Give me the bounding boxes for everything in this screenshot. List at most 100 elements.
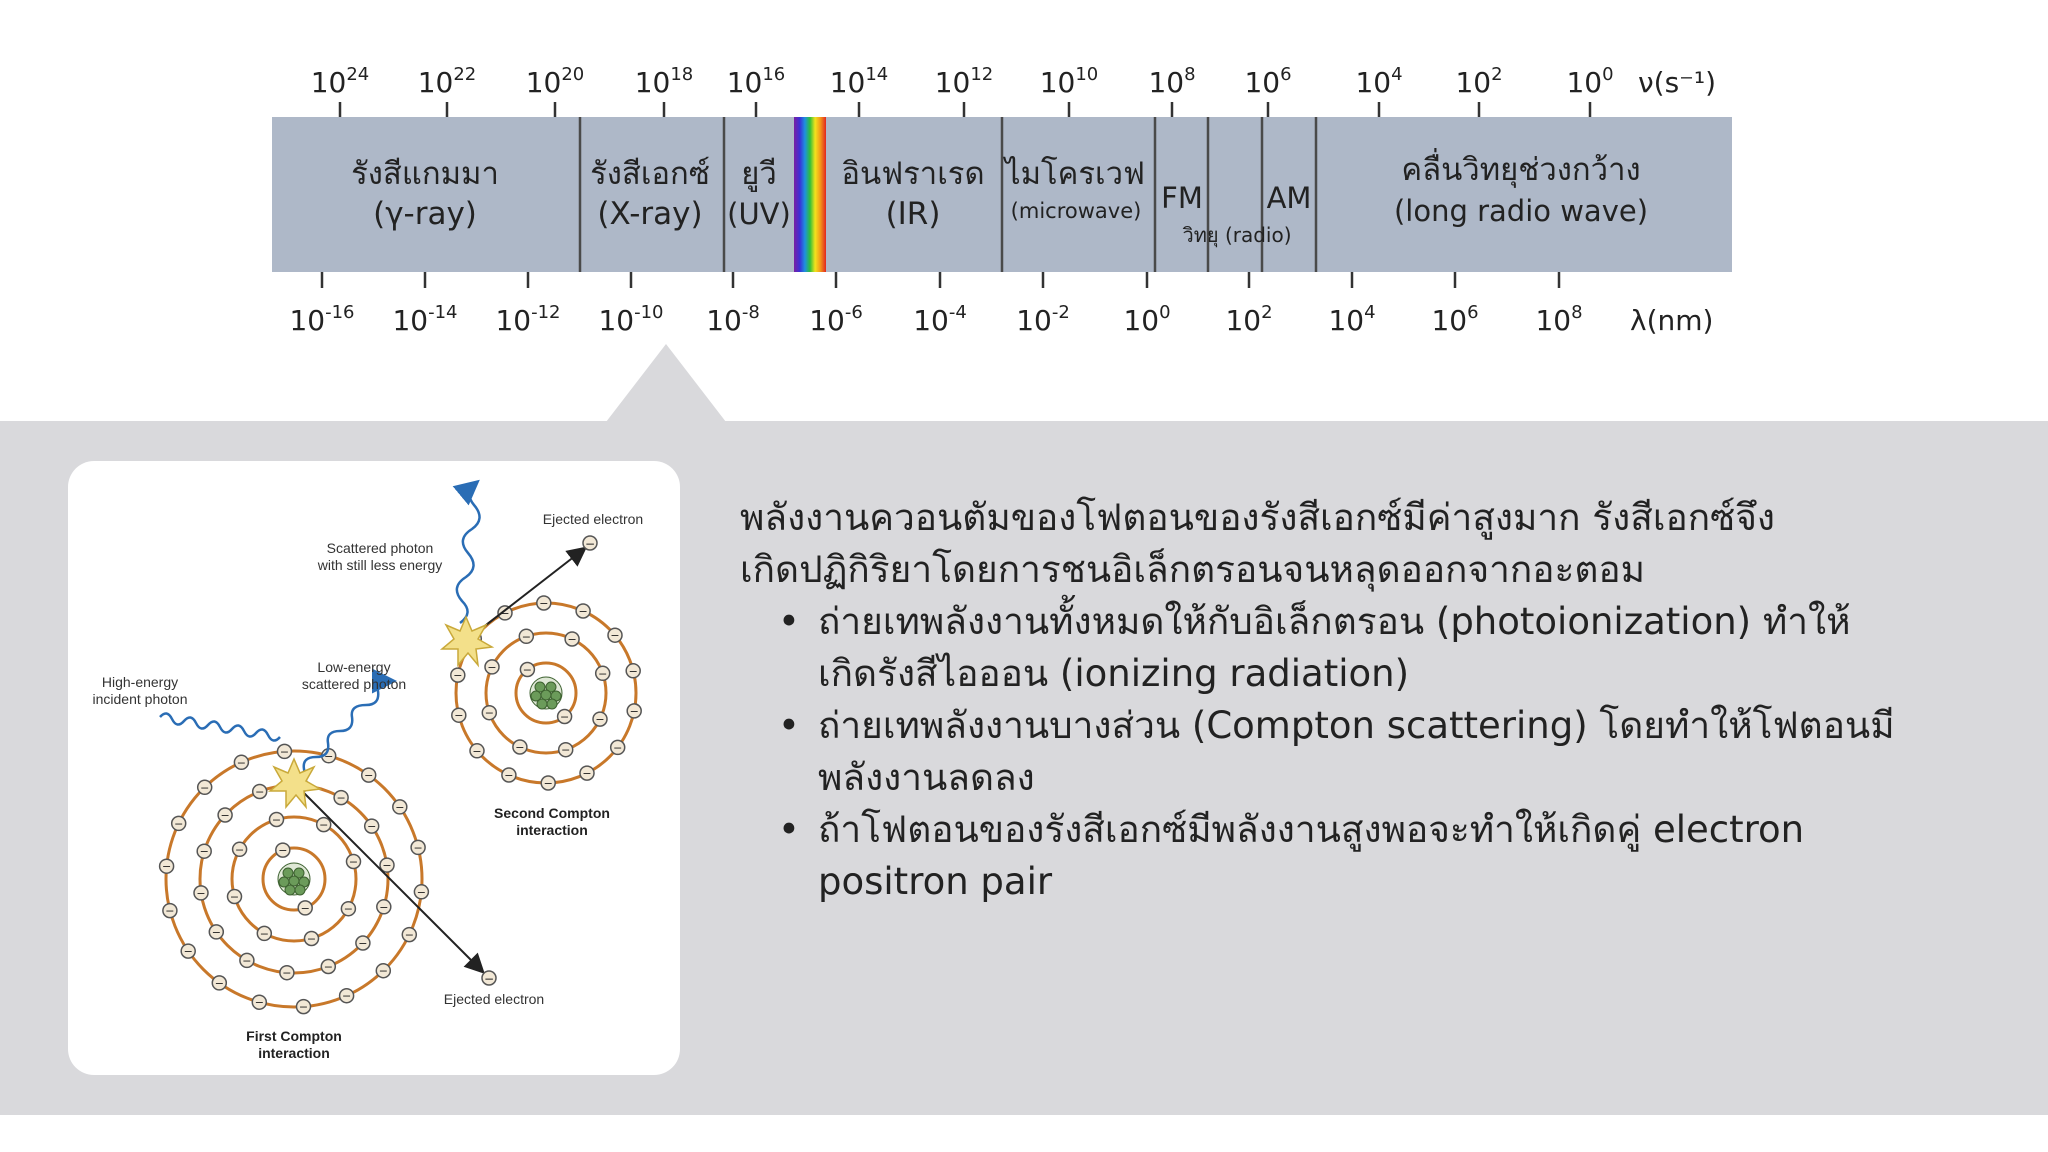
electron <box>540 775 556 791</box>
electron <box>392 799 408 815</box>
scattered-photon-wave <box>452 479 481 625</box>
electron-sign: − <box>453 669 462 682</box>
electron-sign: − <box>255 786 264 799</box>
frequency-tick-label: 100 <box>1566 64 1613 99</box>
wavelength-tick-label: 10-10 <box>598 302 663 337</box>
electron-sign: − <box>613 741 622 754</box>
electron-sign: − <box>379 901 388 914</box>
frequency-tick-label: 102 <box>1455 64 1502 99</box>
ejected-electron-top: − <box>582 535 598 551</box>
electron-sign: − <box>230 891 239 904</box>
electron <box>333 789 349 806</box>
electron-sign: − <box>598 667 607 680</box>
electron-sign: − <box>379 965 388 978</box>
electron <box>275 842 291 858</box>
electron <box>196 779 213 796</box>
electron <box>268 811 285 828</box>
electron-sign: − <box>539 597 548 610</box>
ejected-electron-label-top: Ejected electron <box>543 511 643 527</box>
wavelength-tick-label: 108 <box>1535 302 1582 337</box>
electron <box>451 707 467 723</box>
electron-sign: − <box>515 741 524 754</box>
second-atom-nucleus <box>529 676 563 710</box>
frequency-tick-label: 1018 <box>635 64 694 99</box>
bullet-pair-production: ถ้าโฟตอนของรังสีเอกซ์มีพลังงานสูงพอจะทำใ… <box>740 804 1980 908</box>
frequency-tick-label: 108 <box>1148 64 1195 99</box>
electron-sign: − <box>413 841 422 854</box>
incident-photon-wave <box>159 712 281 742</box>
electron-sign: − <box>358 937 367 950</box>
bullet-2-line-2: พลังงานลดลง <box>818 756 1035 799</box>
electron <box>519 661 536 678</box>
electron <box>481 704 498 721</box>
callout-pointer <box>606 344 726 422</box>
electron-sign: − <box>367 820 376 833</box>
electron <box>363 818 380 834</box>
second-compton-label-line2: interaction <box>516 822 588 838</box>
electron <box>607 627 623 643</box>
band-long-radio-symbol: (long radio wave) <box>1394 194 1648 228</box>
electron <box>193 885 209 901</box>
electron <box>484 659 500 675</box>
frequency-tick-label: 1014 <box>830 64 889 99</box>
electron-sign: − <box>522 630 531 643</box>
low-energy-photon-label-line2: scattered photon <box>302 676 406 692</box>
band-gamma-symbol: (γ-ray) <box>373 196 477 232</box>
low-energy-photon-label-line1: Low-energy <box>317 659 390 675</box>
electron <box>575 603 591 619</box>
frequency-tick-label: 1012 <box>935 64 994 99</box>
electron <box>320 958 337 975</box>
low-energy-photon-wave <box>295 668 397 785</box>
electron-sign: − <box>282 967 291 980</box>
electron-sign: − <box>629 665 638 678</box>
electron <box>594 665 611 682</box>
electron-sign: − <box>184 945 193 958</box>
electron <box>512 739 528 755</box>
electron-sign: − <box>280 745 289 758</box>
band-ir-symbol: (IR) <box>886 196 941 232</box>
first-compton-label-line2: interaction <box>258 1045 330 1061</box>
electron <box>251 994 268 1010</box>
electron <box>233 754 250 771</box>
electron-sign: − <box>319 819 328 832</box>
electron <box>626 703 642 719</box>
band-fm-label: FM <box>1161 181 1203 215</box>
electron <box>297 900 313 916</box>
electron <box>410 839 426 856</box>
electron <box>338 987 355 1004</box>
electron <box>518 628 535 645</box>
bullet-list: ถ่ายเทพลังงานทั้งหมดให้กับอิเล็กตรอน (ph… <box>740 596 1980 908</box>
electron-sign: − <box>324 750 333 763</box>
electron <box>340 900 357 917</box>
compton-figure-drawing: −−−−−−−−−−−−−−−−−−−−−−−−−−−−−−−−−−−−−−−−… <box>93 479 643 1061</box>
electron <box>208 924 225 940</box>
electron-sign: − <box>212 926 221 939</box>
electron-sign: − <box>242 954 251 967</box>
band-gamma-name: รังสีแกมมา <box>351 156 499 192</box>
electron <box>226 888 243 905</box>
electron-sign: − <box>395 801 404 814</box>
electron <box>211 975 228 991</box>
wavelength-tick-label: 10-12 <box>495 302 560 337</box>
electron-sign: − <box>162 860 171 873</box>
electron-sign: − <box>174 817 183 830</box>
electron-sign: − <box>561 744 570 757</box>
electron-sign: − <box>215 977 224 990</box>
electron-sign: − <box>260 927 269 940</box>
electron-sign: − <box>405 929 414 942</box>
band-microwave-name: ไมโครเวฟ <box>1002 156 1145 192</box>
electron <box>379 857 395 873</box>
bullet-2-line-1: ถ่ายเทพลังงานบางส่วน (Compton scattering… <box>818 704 1895 747</box>
electron-sign: − <box>454 709 463 722</box>
electron-sign: − <box>349 856 358 869</box>
frequency-tick-label: 106 <box>1244 64 1291 99</box>
electron-sign: − <box>235 843 244 856</box>
electron-sign: − <box>544 777 553 790</box>
electron-sign: − <box>344 903 353 916</box>
electron <box>536 595 552 611</box>
frequency-unit-label: ν(s⁻¹) <box>1638 66 1716 99</box>
electron <box>355 935 371 951</box>
scattered-photon-label-line1: Scattered photon <box>327 540 434 556</box>
